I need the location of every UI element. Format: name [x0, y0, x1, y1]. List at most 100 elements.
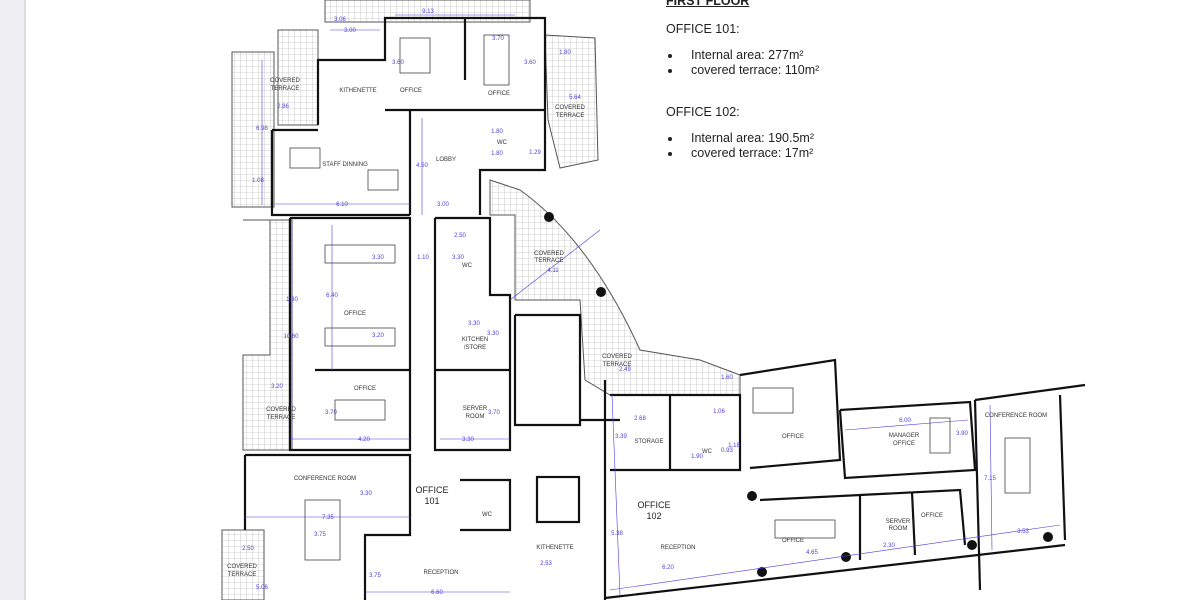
unit-label-102: OFFICE	[638, 500, 671, 510]
room-label: OFFICE	[344, 311, 366, 317]
dimension-label: 10.60	[283, 334, 299, 340]
dimension-label: 2.53	[540, 561, 552, 567]
room-label: COVERED	[227, 564, 257, 570]
dimension-label: 3.70	[488, 410, 500, 416]
column	[757, 567, 767, 577]
room-label: ROOM	[889, 526, 908, 532]
dimension-label: 3.06	[334, 17, 346, 23]
dimension-label: 3.75	[314, 532, 326, 538]
dimension-label: 3.70	[325, 410, 337, 416]
dimension-label: 6.40	[326, 293, 338, 299]
dimension-label: 4.20	[358, 437, 370, 443]
room-label: WC	[462, 263, 473, 269]
dimension-label: 7.35	[322, 515, 334, 521]
room-label: LOBBY	[436, 157, 456, 163]
dimension-label: 6.20	[662, 565, 674, 571]
dimension-label: 4.50	[416, 163, 428, 169]
room-label: CONFERENCE ROOM	[985, 413, 1047, 419]
dimension-label: 3.60	[392, 60, 404, 66]
dimension-label: 1.80	[491, 151, 503, 157]
dimension-label: 5.06	[256, 585, 268, 591]
room-label: OFFICE	[921, 513, 943, 519]
room-label: RECEPTION	[660, 545, 695, 551]
dimension-label: 5.64	[569, 95, 581, 101]
room-label: WC	[482, 512, 493, 518]
dimension-label: 4.11	[547, 268, 559, 274]
dimension-label: 3.30	[487, 331, 499, 337]
office-102-internal-area: Internal area: 190.5m²	[667, 131, 819, 146]
terraces	[221, 0, 741, 600]
room-label: CONFERENCE ROOM	[294, 476, 356, 482]
dimension-label: 1.08	[252, 178, 264, 184]
room-label: OFFICE	[354, 386, 376, 392]
dimension-label: 9.13	[422, 9, 434, 15]
dimension-label: 1.29	[529, 150, 541, 156]
dimension-label: 7.15	[984, 476, 996, 482]
dimension-label: 3.30	[462, 437, 474, 443]
room-label: SERVER	[886, 519, 911, 525]
column	[1043, 532, 1053, 542]
room-label: WC	[497, 140, 508, 146]
room-label: KITCHEN	[462, 337, 488, 343]
room-label: COVERED	[534, 251, 564, 257]
dimension-label: 3.53	[1017, 529, 1029, 535]
dimension-label: 3.39	[615, 434, 627, 440]
dimension-label: 3.00	[437, 202, 449, 208]
dimension-lines	[245, 14, 1061, 596]
dimension-label: 6.60	[431, 590, 443, 596]
dimension-label: 3.20	[271, 384, 283, 390]
terrace-top	[324, 0, 531, 23]
dimension-label: 3.60	[524, 60, 536, 66]
furniture	[289, 34, 1031, 561]
room-label: OFFICE	[400, 88, 422, 94]
area-notes: FIRST FLOOR OFFICE 101: Internal area: 2…	[666, 0, 819, 161]
dimension-label: 3.30	[372, 255, 384, 261]
dimension-label: 1.06	[713, 409, 725, 415]
dimension-label: 2.86	[277, 104, 289, 110]
terrace-curved	[489, 179, 741, 396]
room-label: RECEPTION	[423, 570, 458, 576]
office-101-title: OFFICE 101:	[666, 22, 740, 36]
office-102-title: OFFICE 102:	[666, 105, 740, 119]
room-label: OFFICE	[893, 441, 915, 447]
unit-number-101: 101	[424, 496, 439, 506]
office-101-list: Internal area: 277m² covered terrace: 11…	[666, 48, 819, 78]
dimension-label: 6.98	[256, 126, 268, 132]
room-label: OFFICE	[488, 91, 510, 97]
dimension-label: 2.50	[242, 546, 254, 552]
columns	[544, 212, 1053, 577]
dimension-label: 1.80	[491, 129, 503, 135]
column	[544, 212, 554, 222]
room-label: KITHENETTE	[536, 545, 573, 551]
dimension-label: 1.18	[728, 443, 740, 449]
dimension-label: 5.38	[611, 531, 623, 537]
dimension-label: 2.68	[634, 416, 646, 422]
office-102-covered-terrace: covered terrace: 17m²	[667, 146, 819, 161]
unit-label-101: OFFICE	[416, 485, 449, 495]
room-label: TERRACE	[535, 258, 564, 264]
office-101-covered-terrace: covered terrace: 110m²	[667, 63, 820, 77]
dimension-label: 1.10	[417, 255, 429, 261]
room-label: OFFICE	[782, 538, 804, 544]
dimension-label: 3.90	[956, 431, 968, 437]
dimension-label: 3.00	[344, 28, 356, 34]
terrace-left-top2	[277, 29, 319, 126]
room-label: TERRACE	[556, 113, 585, 119]
terrace-right-top	[544, 34, 599, 169]
dimension-label: 1.80	[559, 50, 571, 56]
dimension-label: 3.30	[452, 255, 464, 261]
office-101-internal-area: Internal area: 277m²	[667, 48, 819, 63]
dimension-label: 2.30	[883, 543, 895, 549]
dimension-label: 3.20	[372, 333, 384, 339]
dimension-label: 2.49	[619, 367, 631, 373]
room-label: COVERED	[555, 105, 585, 111]
room-label: STORAGE	[634, 439, 663, 445]
column	[967, 540, 977, 550]
dimension-label: 3.30	[468, 321, 480, 327]
column	[841, 552, 851, 562]
room-label: TERRACE	[271, 86, 300, 92]
room-label: STAFF DINNING	[322, 162, 368, 168]
dimension-labels: 9.13 3.06 3.00 3.60 3.70 3.60 1.80 5.64 …	[242, 9, 1029, 596]
unit-number-102: 102	[646, 511, 661, 521]
